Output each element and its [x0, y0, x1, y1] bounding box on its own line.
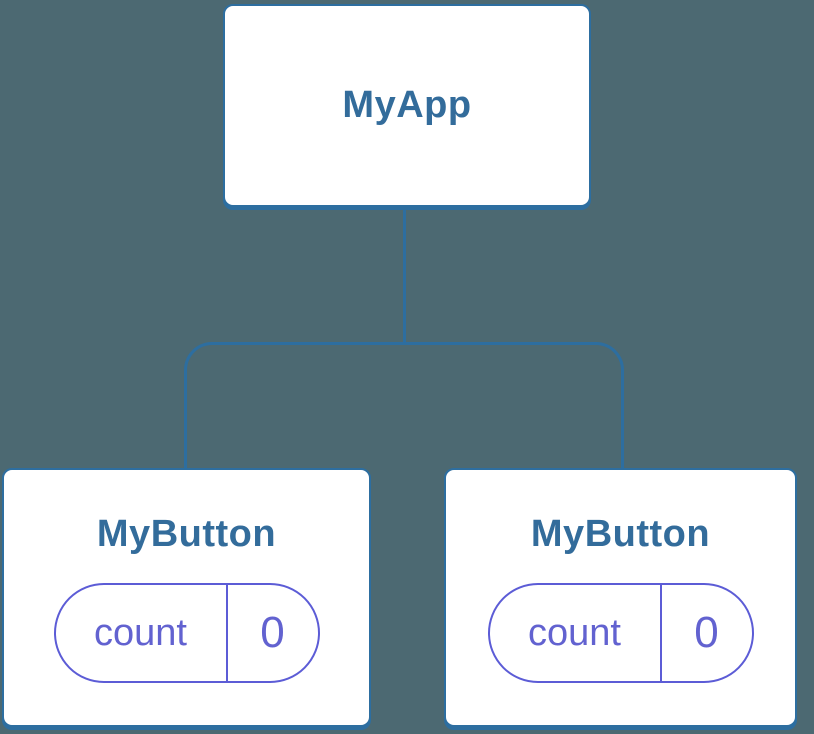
node-label: MyButton: [96, 512, 277, 555]
state-value: 0: [260, 608, 285, 658]
node-label: MyApp: [342, 83, 472, 126]
state-key: count: [56, 585, 228, 682]
state-pill: count 0: [487, 583, 754, 684]
connector-stem: [403, 208, 406, 344]
state-key: count: [490, 585, 662, 682]
tree-node-mybutton-1: MyButton count 0: [2, 468, 371, 727]
state-pill: count 0: [53, 583, 320, 684]
tree-node-mybutton-2: MyButton count 0: [444, 468, 797, 727]
node-label: MyButton: [530, 512, 711, 555]
tree-node-myapp: MyApp: [223, 4, 591, 207]
connector-branch: [184, 342, 624, 468]
state-value: 0: [694, 608, 719, 658]
